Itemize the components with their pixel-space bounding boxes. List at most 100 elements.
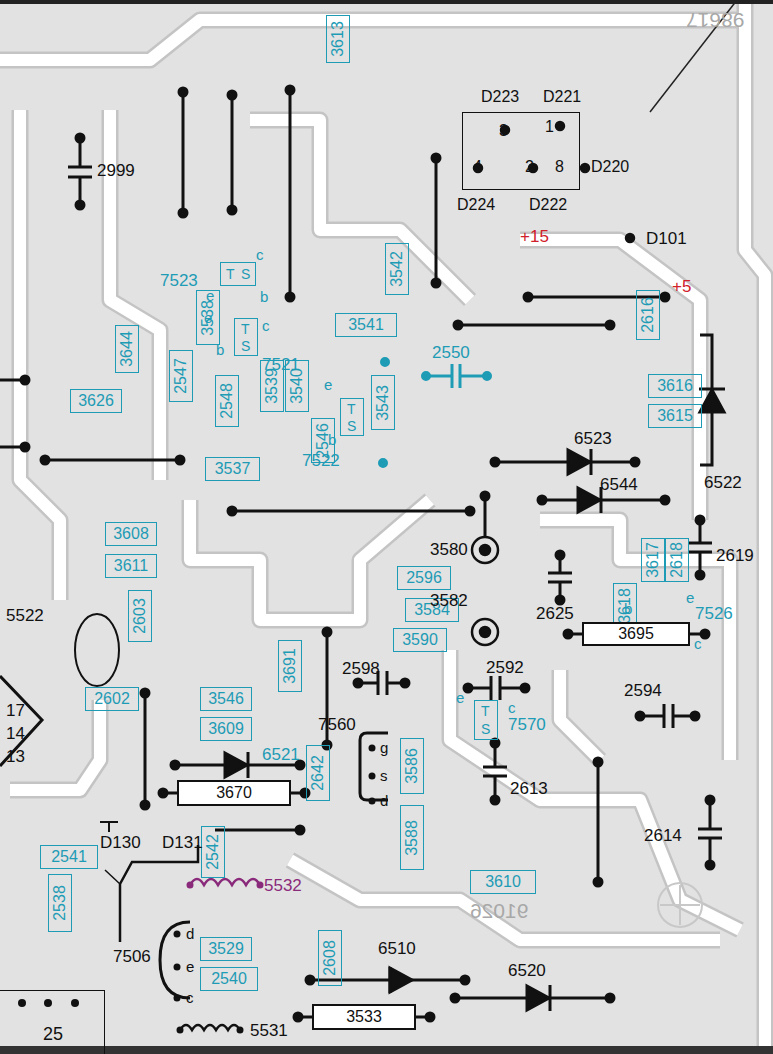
pad [18, 999, 26, 1007]
diode-bar [247, 752, 250, 778]
pad [426, 1013, 434, 1021]
callout-number: 2550 [432, 344, 470, 361]
part-label-box: 3615 [648, 404, 702, 428]
part-number: 2602 [94, 691, 130, 707]
pad [432, 279, 440, 287]
part-label-box: 3644 [115, 325, 139, 373]
part-label-box: 2540 [200, 967, 258, 991]
part-number: 3588 [404, 820, 420, 856]
part-number: 2541 [51, 849, 87, 865]
pad [257, 882, 264, 889]
pad [174, 931, 181, 938]
diode-bar [389, 967, 392, 993]
jumper [435, 158, 438, 283]
ic-pin-label: 8 [555, 159, 564, 175]
part-label-box: 2542 [201, 826, 225, 878]
callout-number: 5522 [6, 607, 44, 624]
diode-symbol [390, 968, 412, 992]
pad [556, 551, 564, 559]
capacitor-symbol [483, 743, 507, 800]
pad [44, 999, 52, 1007]
pad [626, 234, 634, 242]
pad [464, 684, 472, 692]
pad [177, 1027, 184, 1034]
callout-number: 6544 [600, 476, 638, 493]
pin-name: g [380, 740, 388, 755]
transistor-outline [160, 922, 190, 998]
pad [176, 456, 184, 464]
callout-number: 7526 [695, 605, 733, 622]
part-label-box: 2538 [48, 874, 72, 932]
wire-jumpers [0, 86, 669, 886]
pin-name: e [456, 690, 464, 705]
pin-name: e [206, 288, 214, 303]
callout-number: 6521 [262, 746, 300, 763]
diode-bar [549, 985, 552, 1011]
pad [294, 1013, 302, 1021]
pad [141, 689, 149, 697]
pad [228, 91, 236, 99]
pad [179, 209, 187, 217]
pad [354, 679, 362, 687]
transistor-letter: T [241, 322, 250, 336]
part-number: 2616 [640, 297, 656, 333]
pad [306, 976, 314, 984]
inductor-symbol [190, 879, 260, 885]
track [450, 650, 740, 930]
part-label-box: 2642 [306, 745, 330, 801]
capacitor-symbol [640, 704, 695, 728]
pin-name: b [216, 342, 224, 357]
pin-name: e [204, 310, 212, 325]
pad [524, 293, 532, 301]
part-label-box: 3542 [385, 243, 409, 295]
callout-number: 7506 [113, 948, 151, 965]
part-label-box: 2608 [318, 930, 342, 986]
pad [594, 758, 602, 766]
part-number: 3615 [657, 408, 693, 424]
callout-number: +15 [520, 228, 549, 245]
callout-number: D131 [162, 834, 203, 851]
pin-name: d [380, 793, 388, 808]
pin-name: d [186, 926, 194, 941]
track [520, 240, 700, 520]
track [745, 0, 765, 1054]
part-number: 3546 [208, 691, 244, 707]
callout-number: 2625 [536, 605, 574, 622]
ic-pin-label: 4 [473, 159, 482, 175]
diode-bar [699, 388, 725, 391]
callout-number: 7521 [262, 356, 300, 373]
pad [556, 122, 564, 130]
part-label-box: 3617 [641, 538, 665, 582]
part-number: 2603 [132, 598, 148, 634]
test-points [472, 537, 498, 645]
part-number: 3539 [264, 368, 280, 404]
callout-number: 2598 [342, 660, 380, 677]
track [0, 20, 740, 60]
capacitor-pads [76, 134, 714, 869]
pad [484, 373, 491, 380]
pin-name: b [328, 432, 336, 447]
part-number: 3610 [485, 874, 521, 890]
capacitor-symbol [68, 138, 92, 205]
jumper [232, 510, 470, 513]
part-label-box: 2547 [169, 350, 193, 402]
part-number: 3542 [389, 251, 405, 287]
pad [187, 882, 194, 889]
part-number: 2542 [205, 834, 221, 870]
part-label-box: 3590 [393, 628, 447, 652]
pad [706, 861, 714, 869]
test-point [472, 619, 498, 645]
part-number: 2642 [310, 755, 326, 791]
pad [461, 976, 469, 984]
pad [466, 507, 474, 515]
capacitor-symbol [548, 555, 572, 600]
pad [491, 796, 499, 804]
pin-name: e [324, 377, 332, 392]
part-number: 3533 [346, 1009, 382, 1025]
diode-symbol [568, 450, 590, 474]
part-number: 2618 [669, 542, 685, 578]
part-label-box: 3588 [400, 805, 424, 870]
callout-number: +5 [672, 278, 691, 295]
callout-number: 5532 [264, 877, 302, 894]
